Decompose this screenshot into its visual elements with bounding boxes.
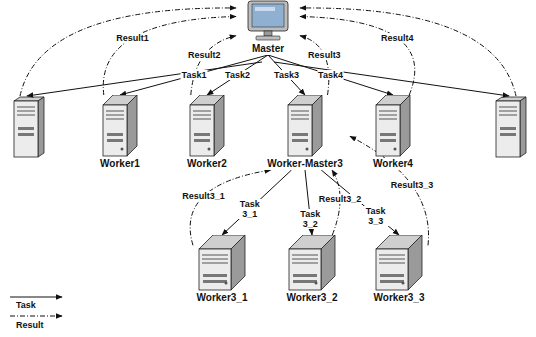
server-icon — [375, 235, 423, 291]
server-icon — [14, 97, 44, 157]
edge-label: Result4 — [380, 33, 415, 43]
result-arrow — [191, 36, 236, 95]
edge-label: Result3_1 — [181, 191, 226, 201]
edge-label: Task3 — [273, 70, 300, 80]
server-icon — [496, 97, 526, 157]
server-icon — [189, 95, 225, 157]
result-arrow — [300, 17, 415, 96]
result-wire — [300, 8, 516, 96]
node-label: Master — [236, 43, 300, 55]
node-label: Worker3_1 — [193, 292, 251, 304]
legend-task-sample — [10, 297, 62, 298]
result-arrow — [300, 36, 329, 95]
result-arrow — [190, 170, 271, 245]
master-computer: Master — [236, 0, 300, 55]
server-icon — [198, 235, 246, 291]
monitor-icon — [246, 0, 290, 42]
worker-server: Worker4 — [366, 95, 420, 170]
edge-label: Result2 — [187, 50, 222, 60]
server-icon — [375, 95, 411, 157]
node-label: Worker3_3 — [370, 292, 428, 304]
edge-label: Result3_2 — [318, 194, 363, 204]
worker-server: Worker3_3 — [370, 235, 428, 304]
node-label: Worker2 — [180, 158, 234, 170]
worker-server: Worker-Master3 — [260, 95, 350, 170]
worker-server: Worker3_1 — [193, 235, 251, 304]
edge-label: Task2 — [224, 70, 251, 80]
edge-label: Task1 — [181, 70, 208, 80]
worker-server: Worker3_2 — [283, 235, 341, 304]
server-icon — [287, 95, 323, 157]
task-arrow — [120, 55, 268, 95]
worker-server: Worker1 — [93, 95, 147, 170]
edge-label: Task 3_3 — [362, 206, 390, 226]
edge-label: Task 3_1 — [236, 199, 264, 219]
edge-label: Task 3_2 — [296, 209, 324, 229]
legend-text: Task — [16, 300, 36, 311]
task-arrow — [207, 55, 268, 95]
task-wire — [274, 62, 509, 96]
node-label: Worker1 — [93, 158, 147, 170]
server-icon — [288, 235, 336, 291]
task-wire — [27, 62, 262, 96]
worker-server: Worker2 — [180, 95, 234, 170]
node-label: Worker3_2 — [283, 292, 341, 304]
node-label: Worker-Master3 — [260, 158, 350, 170]
edge-label: Result1 — [115, 33, 150, 43]
task-arrow — [222, 170, 292, 235]
legend-text: Result — [16, 320, 44, 331]
result-arrow — [103, 17, 236, 96]
task-arrow — [268, 55, 393, 95]
edge-label: Result3_3 — [390, 180, 435, 190]
node-label: Worker4 — [366, 158, 420, 170]
edge-label: Result3 — [307, 50, 342, 60]
result-wire — [20, 8, 236, 96]
legend-result-sample — [10, 316, 62, 317]
server-icon — [102, 95, 138, 157]
edge-label: Task4 — [317, 70, 344, 80]
